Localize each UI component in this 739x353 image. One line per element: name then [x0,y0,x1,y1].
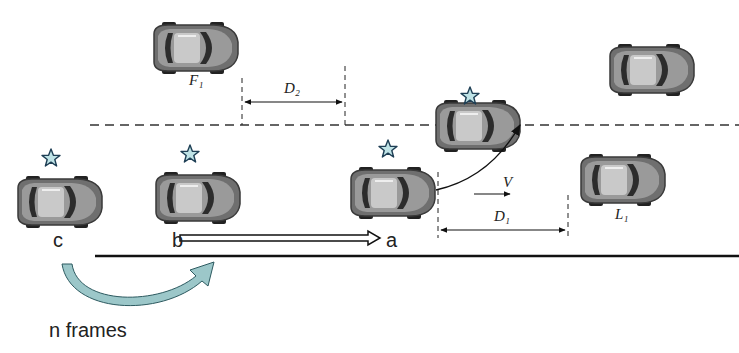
dimension-line [345,66,346,125]
car [610,44,694,96]
position-label: b [172,230,183,250]
dimension-arrow [441,229,565,230]
dimension-label: D₂ [284,81,300,96]
motion-arrow [180,231,380,245]
car-a [351,167,435,219]
vehicle-label: F₁ [189,73,203,88]
dimension-label: D₁ [494,209,510,224]
frames-label: n frames [49,320,127,340]
vehicle-label: L₁ [615,207,629,222]
star-mark [181,145,199,162]
velocity-arrow [474,193,510,194]
dimension-line [242,78,243,125]
lane-divider [90,124,739,126]
car-c [18,176,102,228]
dimension-line [438,172,439,238]
star-mark [461,87,479,104]
car-b [156,172,240,224]
frames-arrow [62,262,214,306]
dimension-arrow [245,101,342,102]
dimension-line [568,195,569,238]
position-label: c [53,230,63,250]
star-mark [379,140,397,157]
velocity-label: V [503,175,512,190]
car-follower [154,22,238,74]
car-leader [581,154,665,206]
star-mark [42,149,60,166]
lane-change-path [436,125,520,190]
position-label: a [386,230,397,250]
road-edge [95,255,739,258]
